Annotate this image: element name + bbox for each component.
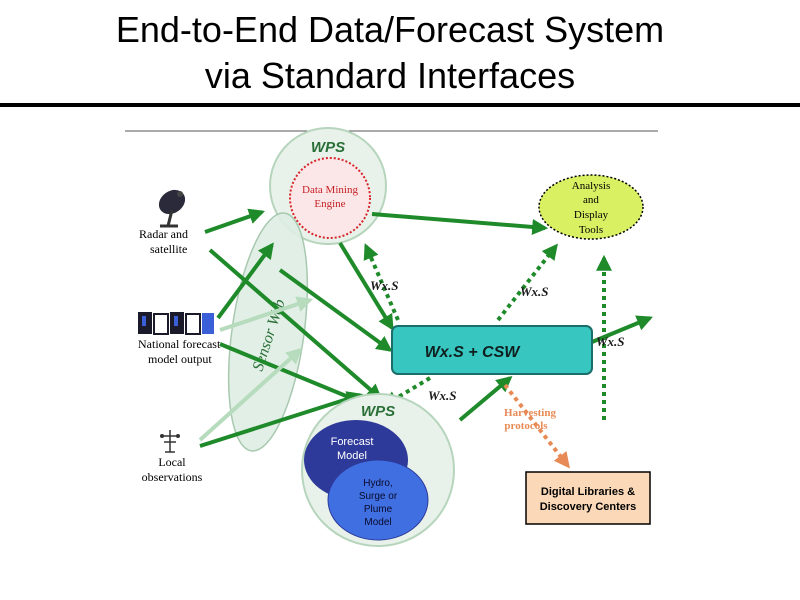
radar-label-line-2: satellite	[150, 242, 187, 256]
hydro-label-line-4: Model	[364, 517, 391, 528]
hydro-surge-plume-ellipse	[327, 459, 429, 541]
slide-title-line-2: via Standard Interfaces	[204, 55, 576, 96]
arrow-national-to-mining	[216, 242, 274, 320]
harvesting-label-line-2: protocols	[504, 420, 548, 432]
analysis-label-line-4: Tools	[579, 224, 603, 236]
arrow-national-to-sensor-web-pale	[219, 296, 314, 332]
title-divider	[0, 103, 800, 107]
arrow-mining-to-center	[338, 241, 394, 331]
wxs-csw-box	[391, 325, 593, 375]
arrow-radar-to-wps-bottom	[208, 248, 383, 401]
wxs-far-right-label: Wx.S	[596, 334, 625, 349]
harvesting-label-line-1: Harvesting	[504, 407, 556, 419]
hydro-label-line-1: Hydro,	[363, 478, 392, 489]
wxs-csw-label: Wx.S + CSW	[425, 344, 522, 361]
hydro-label-line-2: Surge or	[359, 491, 398, 502]
arrow-wps-bottom-to-center	[458, 375, 513, 422]
arrow-local-to-sensor-web	[199, 391, 364, 448]
digital-label-line-2: Discovery Centers	[540, 501, 637, 513]
arrow-harvesting-dotted	[503, 383, 570, 469]
radar-satellite-icon	[158, 189, 186, 228]
digital-label-line-1: Digital Libraries &	[541, 486, 635, 498]
radar-label-line-1: Radar and	[139, 227, 188, 241]
data-mining-engine-circle	[289, 157, 371, 239]
local-label-line-2: observations	[142, 470, 203, 484]
arrow-center-to-mining-dotted	[363, 243, 400, 321]
wps-bottom-label: WPS	[361, 403, 395, 420]
analysis-label-line-1: Analysis	[572, 180, 611, 192]
forecast-label-line-1: Forecast	[331, 436, 374, 448]
forecast-label-line-2: Model	[337, 450, 367, 462]
data-mining-label-line-1: Data Mining	[302, 184, 358, 196]
weather-station-icon	[160, 430, 180, 453]
arrow-mining-to-analysis	[371, 212, 549, 235]
wxs-right-label: Wx.S	[520, 284, 549, 299]
arrow-sensor-to-center	[278, 268, 393, 352]
arrow-center-to-analysis-dotted	[496, 243, 558, 322]
wxs-left-label: Wx.S	[370, 278, 399, 293]
national-label-line-1: National forecast	[138, 337, 221, 351]
computer-servers-icon	[138, 312, 214, 335]
analysis-label-line-2: and	[583, 194, 599, 206]
local-label-line-1: Local	[158, 455, 186, 469]
digital-libraries-box	[525, 471, 651, 525]
analysis-label-line-3: Display	[574, 209, 609, 221]
arrow-local-to-sensor-web-pale	[198, 347, 303, 442]
analysis-display-tools-ellipse	[538, 174, 644, 240]
wxs-bottom-label: Wx.S	[428, 388, 457, 403]
arrow-center-to-right	[591, 315, 653, 344]
hydro-label-line-3: Plume	[364, 504, 393, 515]
arrow-radar-to-mining	[204, 208, 266, 234]
national-label-line-2: model output	[148, 352, 212, 366]
data-mining-label-line-2: Engine	[314, 198, 345, 210]
slide-title-line-1: End-to-End Data/Forecast System	[115, 9, 665, 50]
wps-top-label: WPS	[311, 139, 345, 156]
